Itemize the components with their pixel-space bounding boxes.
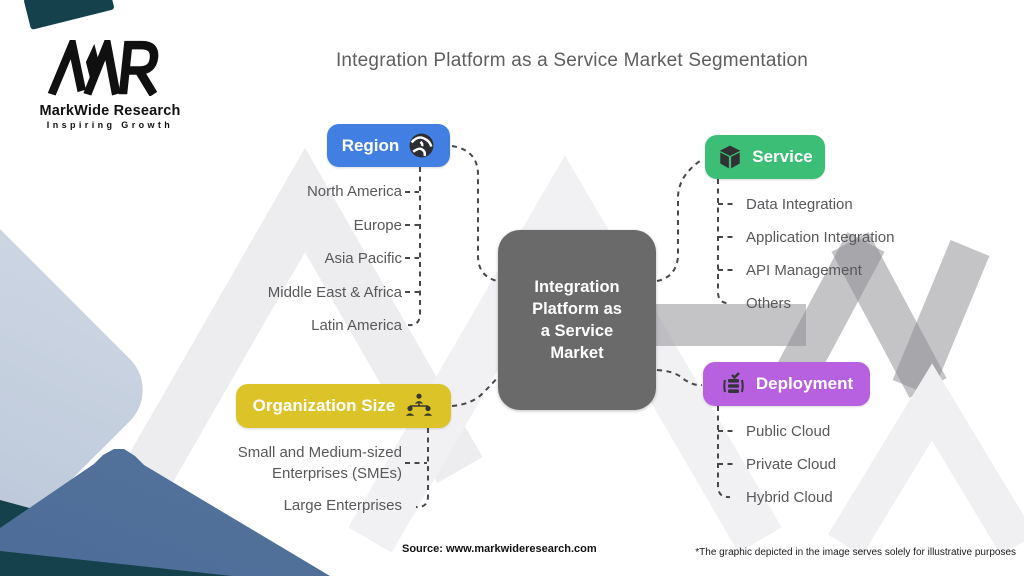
deployment-item: Public Cloud: [746, 423, 831, 440]
markwide-logo: MarkWide Research Inspiring Growth: [28, 30, 192, 130]
service-item: Application Integration: [746, 229, 895, 246]
service-item-list: Data Integration Application Integration…: [746, 194, 894, 314]
organization-size-item: Small and Medium-sized Enterprises (SMEs…: [237, 444, 402, 482]
top-left-teal-ribbon: [23, 0, 115, 30]
connector-region-trunk: [407, 167, 421, 327]
connector-service-trunk: [717, 179, 731, 305]
source-text: Source: www.markwideresearch.com: [402, 543, 597, 555]
organization-size-item-list: Small and Medium-sized Enterprises (SMEs…: [217, 442, 402, 516]
center-market-node: Integration Platform as a Service Market: [498, 230, 656, 410]
deployment-item: Private Cloud: [746, 456, 837, 473]
region-button-label: Region: [341, 135, 400, 155]
service-item: Data Integration: [746, 196, 853, 213]
service-button[interactable]: Service: [705, 135, 825, 179]
connector-center-deploy: [656, 369, 703, 387]
logo-name: MarkWide Research: [39, 103, 181, 119]
deployment-button[interactable]: Deployment: [703, 362, 870, 406]
connector-org-center: [451, 376, 499, 407]
deployment-item: Hybrid Cloud: [746, 489, 833, 506]
mwr-monogram-icon: [47, 30, 159, 97]
server-icon: [723, 371, 744, 393]
service-button-label: Service: [752, 147, 813, 166]
connector-center-service: [656, 158, 704, 282]
region-item: Asia Pacific: [324, 250, 402, 267]
logo-tagline: Inspiring Growth: [46, 120, 174, 130]
organization-size-item: Large Enterprises: [283, 497, 402, 514]
region-item-list: North America Europe Asia Pacific Middle…: [268, 181, 402, 336]
region-item: Europe: [353, 216, 402, 234]
org-chart-icon: [406, 393, 433, 416]
page-title: Integration Platform as a Service Market…: [335, 50, 809, 71]
connector-deploy-trunk: [717, 406, 731, 499]
deployment-item-list: Public Cloud Private Cloud Hybrid Cloud: [746, 421, 836, 508]
deployment-button-label: Deployment: [755, 374, 854, 393]
service-item: API Management: [746, 262, 862, 279]
cube-icon: [719, 145, 741, 169]
disclaimer-text: *The graphic depicted in the image serve…: [695, 547, 1016, 558]
region-item: North America: [306, 183, 402, 200]
region-button[interactable]: Region: [327, 124, 450, 167]
connector-region-center: [451, 145, 498, 282]
organization-size-button[interactable]: Organization Size: [236, 384, 451, 428]
service-item: Others: [746, 295, 792, 312]
region-item: Middle East & Africa: [267, 283, 402, 301]
globe-icon: [409, 133, 434, 158]
region-item: Latin America: [311, 317, 402, 334]
organization-size-button-label: Organization Size: [252, 396, 396, 415]
connector-org-trunk: [415, 428, 429, 509]
